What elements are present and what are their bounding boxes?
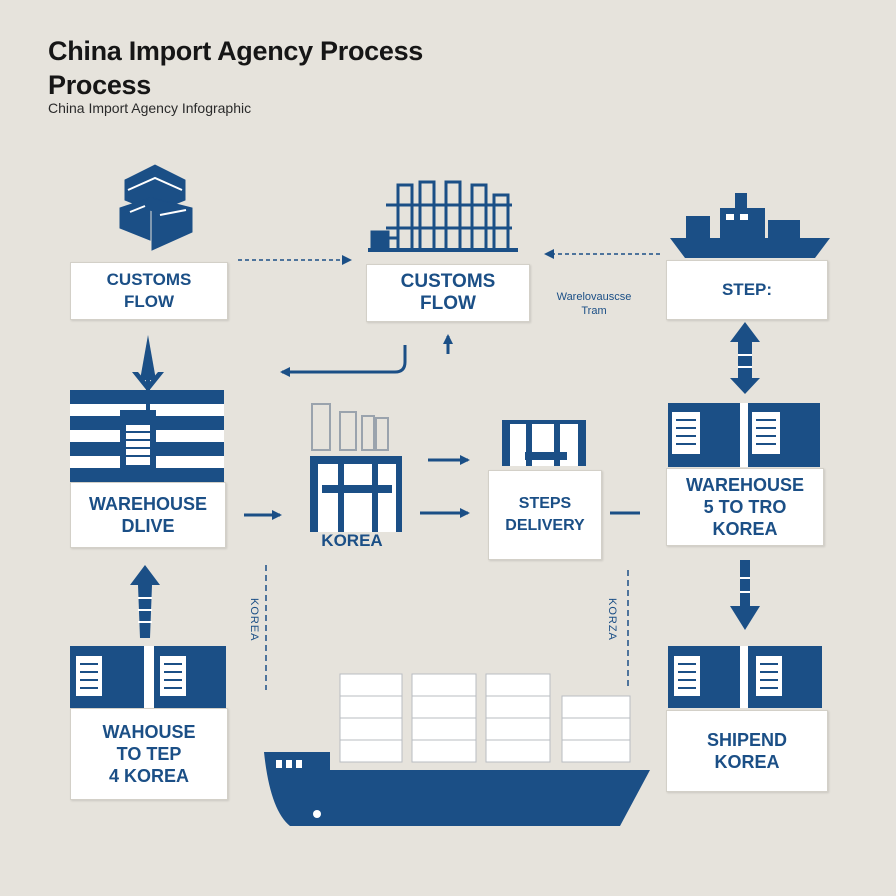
box-label: KOREA xyxy=(712,519,778,539)
vertical-label-left: KOREA xyxy=(248,598,260,642)
box-label: DLIVE xyxy=(121,516,175,536)
boxes-icon xyxy=(119,164,193,251)
box-label: CUSTOMS xyxy=(400,271,496,292)
box-label: STEPS xyxy=(518,495,572,512)
page-title: China Import Agency Process Process xyxy=(48,34,423,102)
warehouse-from-line-2: Tram xyxy=(581,305,607,317)
delivery-warehouse-icon xyxy=(502,420,586,466)
vertical-arrow-icon-1 xyxy=(132,335,164,410)
title-line-2: Process xyxy=(48,70,151,100)
shipend-korea-box: SHIPEND KOREA xyxy=(666,710,828,792)
box-label: FLOW xyxy=(420,293,476,314)
step-box: STEP: xyxy=(666,260,828,320)
striped-warehouse-icon xyxy=(70,390,224,482)
box-label: WAREHOUSE xyxy=(88,494,207,514)
box-label: CUSTOMS xyxy=(106,270,192,289)
box-label: DELIVERY xyxy=(505,517,585,534)
container-ship-icon xyxy=(264,673,650,826)
warehouse-from-line-1: Warelovauscse xyxy=(556,291,632,303)
warehouse-from-label: Warelovauscse Tram xyxy=(546,290,642,318)
box-label: KOREA xyxy=(321,531,383,550)
warehouse-dlive-box: WAREHOUSE DLIVE xyxy=(70,482,226,548)
title-line-1: China Import Agency Process xyxy=(48,36,424,66)
customs-flow-box-left: CUSTOMS FLOW xyxy=(70,262,228,320)
vertical-arrow-icon-3 xyxy=(730,322,760,394)
warehouse-bottom-right-icon xyxy=(668,646,822,708)
arrow-curve-back xyxy=(280,345,407,377)
ship-icon xyxy=(670,193,830,258)
box-label: TO TEP xyxy=(116,744,182,764)
box-label: KOREA xyxy=(714,752,780,772)
box-label: WAHOUSE xyxy=(102,722,196,742)
warehouse-right-icon xyxy=(668,403,820,467)
customs-flow-box-center: CUSTOMS FLOW xyxy=(366,264,530,322)
flow-arrows xyxy=(238,249,660,690)
box-label: FLOW xyxy=(123,292,175,311)
vertical-arrow-icon-4 xyxy=(730,560,760,630)
box-label: WAREHOUSE xyxy=(685,475,804,495)
box-label: STEP: xyxy=(721,280,773,299)
korea-warehouse-icon xyxy=(310,403,402,532)
vertical-arrow-icon-2 xyxy=(130,565,160,638)
warehouse-bottom-left-icon xyxy=(70,646,226,708)
wahouse-korea-box: WAHOUSE TO TEP 4 KOREA xyxy=(70,708,228,800)
vertical-label-right: KORZA xyxy=(606,598,618,641)
box-label: SHIPEND xyxy=(706,730,787,750)
box-label: 5 TO TRO xyxy=(703,497,787,517)
factory-icon xyxy=(368,180,518,252)
box-label: 4 KOREA xyxy=(108,766,189,786)
page-subtitle: China Import Agency Infographic xyxy=(48,100,252,116)
steps-delivery-box: STEPS DELIVERY xyxy=(488,470,602,560)
korea-box: KOREA xyxy=(298,452,406,562)
warehouse-korea-box: WAREHOUSE 5 TO TRO KOREA xyxy=(666,468,824,546)
